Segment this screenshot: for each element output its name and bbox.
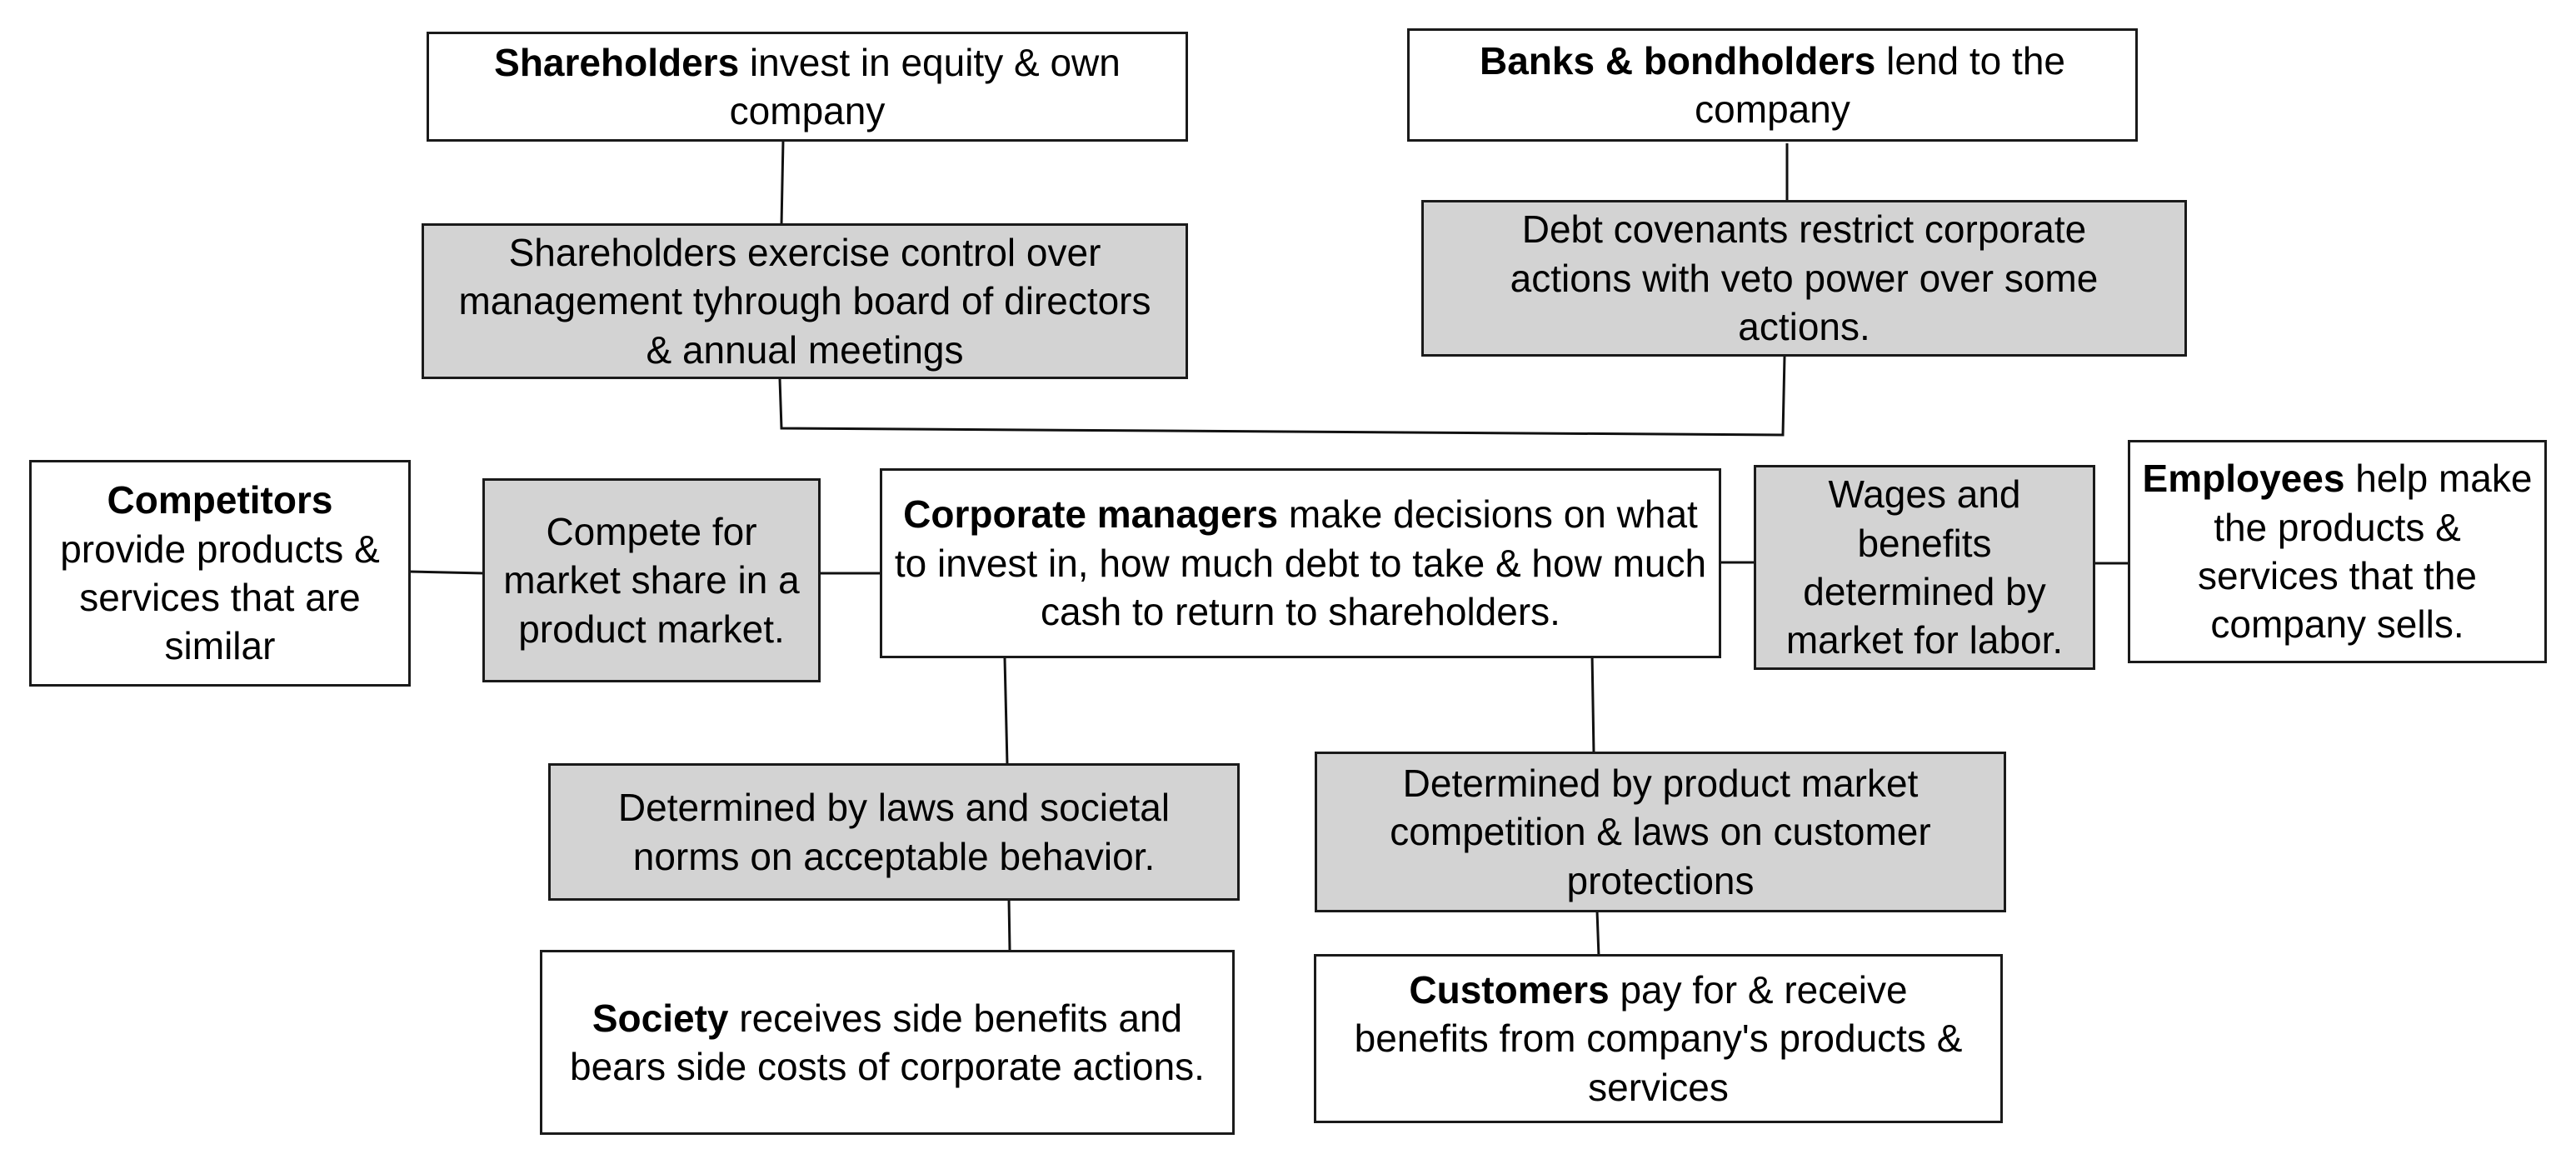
banks-bondholders-text: Banks & bondholders lend to the company bbox=[1421, 37, 2124, 134]
customers-description: pay for & receive benefits from company'… bbox=[1354, 967, 1963, 1109]
corporate-managers-bold-label: Corporate managers bbox=[903, 492, 1279, 537]
board-control-text: Shareholders exercise control over manag… bbox=[458, 230, 1151, 372]
debt-covenants-box: Debt covenants restrict corporate action… bbox=[1421, 200, 2187, 357]
product-competition-text: Determined by product market competition… bbox=[1390, 761, 1931, 902]
connector-managers-to-laws-norms bbox=[1003, 657, 1009, 766]
society-box: Society receives side benefits and bears… bbox=[540, 950, 1235, 1135]
laws-norms-text: Determined by laws and societal norms on… bbox=[617, 786, 1171, 878]
competitors-text: Competitors provide products & services t… bbox=[43, 476, 397, 671]
shareholders-box: Shareholders invest in equity & own comp… bbox=[427, 32, 1188, 142]
shareholders-description: invest in equity & own company bbox=[729, 40, 1121, 132]
connector-managers-to-product-competition bbox=[1590, 652, 1595, 754]
banks-bondholders-box: Banks & bondholders lend to the company bbox=[1407, 28, 2138, 142]
corporate-managers-box: Corporate managers make decisions on wha… bbox=[880, 468, 1721, 658]
product-competition-box: Determined by product market competition… bbox=[1315, 752, 2006, 912]
connector-competitors-to-market-share bbox=[408, 570, 485, 575]
banks-bondholders-bold-label: Banks & bondholders bbox=[1479, 38, 1876, 82]
customers-bold-label: Customers bbox=[1409, 967, 1610, 1012]
employees-text: Employees help make the products & servi… bbox=[2142, 454, 2533, 649]
wages-benefits-text: Wages and benefits determined by market … bbox=[1785, 472, 2064, 662]
market-share-text: Compete for market share in a product ma… bbox=[503, 509, 800, 651]
employees-description: help make the products & services that t… bbox=[2198, 457, 2533, 647]
connector-laws-norms-to-society bbox=[1007, 898, 1011, 951]
connector-shareholders-to-board bbox=[780, 139, 785, 226]
shareholders-text: Shareholders invest in equity & own comp… bbox=[441, 38, 1174, 136]
competitors-box: Competitors provide products & services t… bbox=[29, 460, 411, 687]
competitors-bold-label: Competitors bbox=[107, 478, 333, 522]
debt-covenants-text: Debt covenants restrict corporate action… bbox=[1510, 207, 2099, 349]
corporate-managers-text: Corporate managers make decisions on wha… bbox=[894, 490, 1707, 636]
connector-product-competition-to-customers bbox=[1595, 910, 1600, 957]
shareholders-bold-label: Shareholders bbox=[494, 40, 740, 84]
customers-box: Customers pay for & receive benefits fro… bbox=[1314, 954, 2003, 1123]
customers-text: Customers pay for & receive benefits fro… bbox=[1341, 966, 1975, 1112]
board-control-box: Shareholders exercise control over manag… bbox=[422, 223, 1188, 379]
laws-norms-box: Determined by laws and societal norms on… bbox=[548, 763, 1240, 901]
society-bold-label: Society bbox=[592, 996, 729, 1040]
society-description: receives side benefits and bears side co… bbox=[570, 996, 1205, 1088]
corporate-managers-description: make decisions on what to invest in, how… bbox=[894, 492, 1707, 634]
competitors-description: provide products & services that are sim… bbox=[60, 527, 380, 668]
employees-box: Employees help make the products & servi… bbox=[2128, 440, 2547, 663]
banks-bondholders-description: lend to the company bbox=[1695, 38, 2065, 131]
market-share-box: Compete for market share in a product ma… bbox=[482, 478, 821, 682]
society-text: Society receives side benefits and bears… bbox=[566, 994, 1209, 1092]
employees-bold-label: Employees bbox=[2142, 457, 2345, 501]
wages-benefits-box: Wages and benefits determined by market … bbox=[1754, 465, 2095, 670]
